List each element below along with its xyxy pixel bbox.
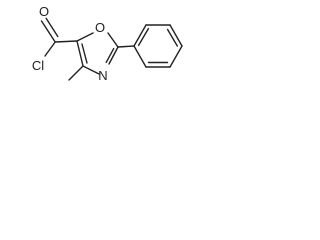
- molecule-diagram: O Cl O N: [0, 0, 195, 115]
- bond-ph-6: [133, 45, 147, 68]
- bond-acyl-c5: [54, 40, 78, 43]
- bond-ph-3: [169, 24, 183, 47]
- atom-label-carbonyl-oxygen: O: [39, 4, 49, 19]
- bond-c2-phenyl: [117, 45, 135, 48]
- bond-c4-c5-double: [81, 43, 88, 64]
- bond-c4-c5: [76, 40, 84, 67]
- atom-label-ring-oxygen: O: [95, 20, 105, 35]
- bond-o1-c2: [107, 32, 119, 48]
- bond-ph-1-double: [137, 27, 150, 47]
- atom-label-ring-nitrogen: N: [98, 68, 107, 83]
- bond-c2-n3-double: [105, 47, 115, 64]
- bond-ph-4: [169, 45, 183, 68]
- atom-label-chlorine: Cl: [32, 58, 44, 73]
- bond-n3-c4: [82, 65, 100, 75]
- bond-carbonyl-double-1: [40, 20, 56, 43]
- bond-c2-n3: [108, 46, 119, 65]
- structure-svg: O Cl O N: [32, 4, 183, 83]
- bond-ph-3-double: [166, 28, 179, 47]
- bonds: [40, 17, 183, 81]
- bond-methyl: [68, 65, 84, 81]
- bond-c5-o1: [76, 32, 94, 42]
- bond-carbonyl-double-2: [45, 17, 59, 38]
- bond-ph-1: [133, 24, 147, 47]
- bond-c-cl: [44, 41, 56, 57]
